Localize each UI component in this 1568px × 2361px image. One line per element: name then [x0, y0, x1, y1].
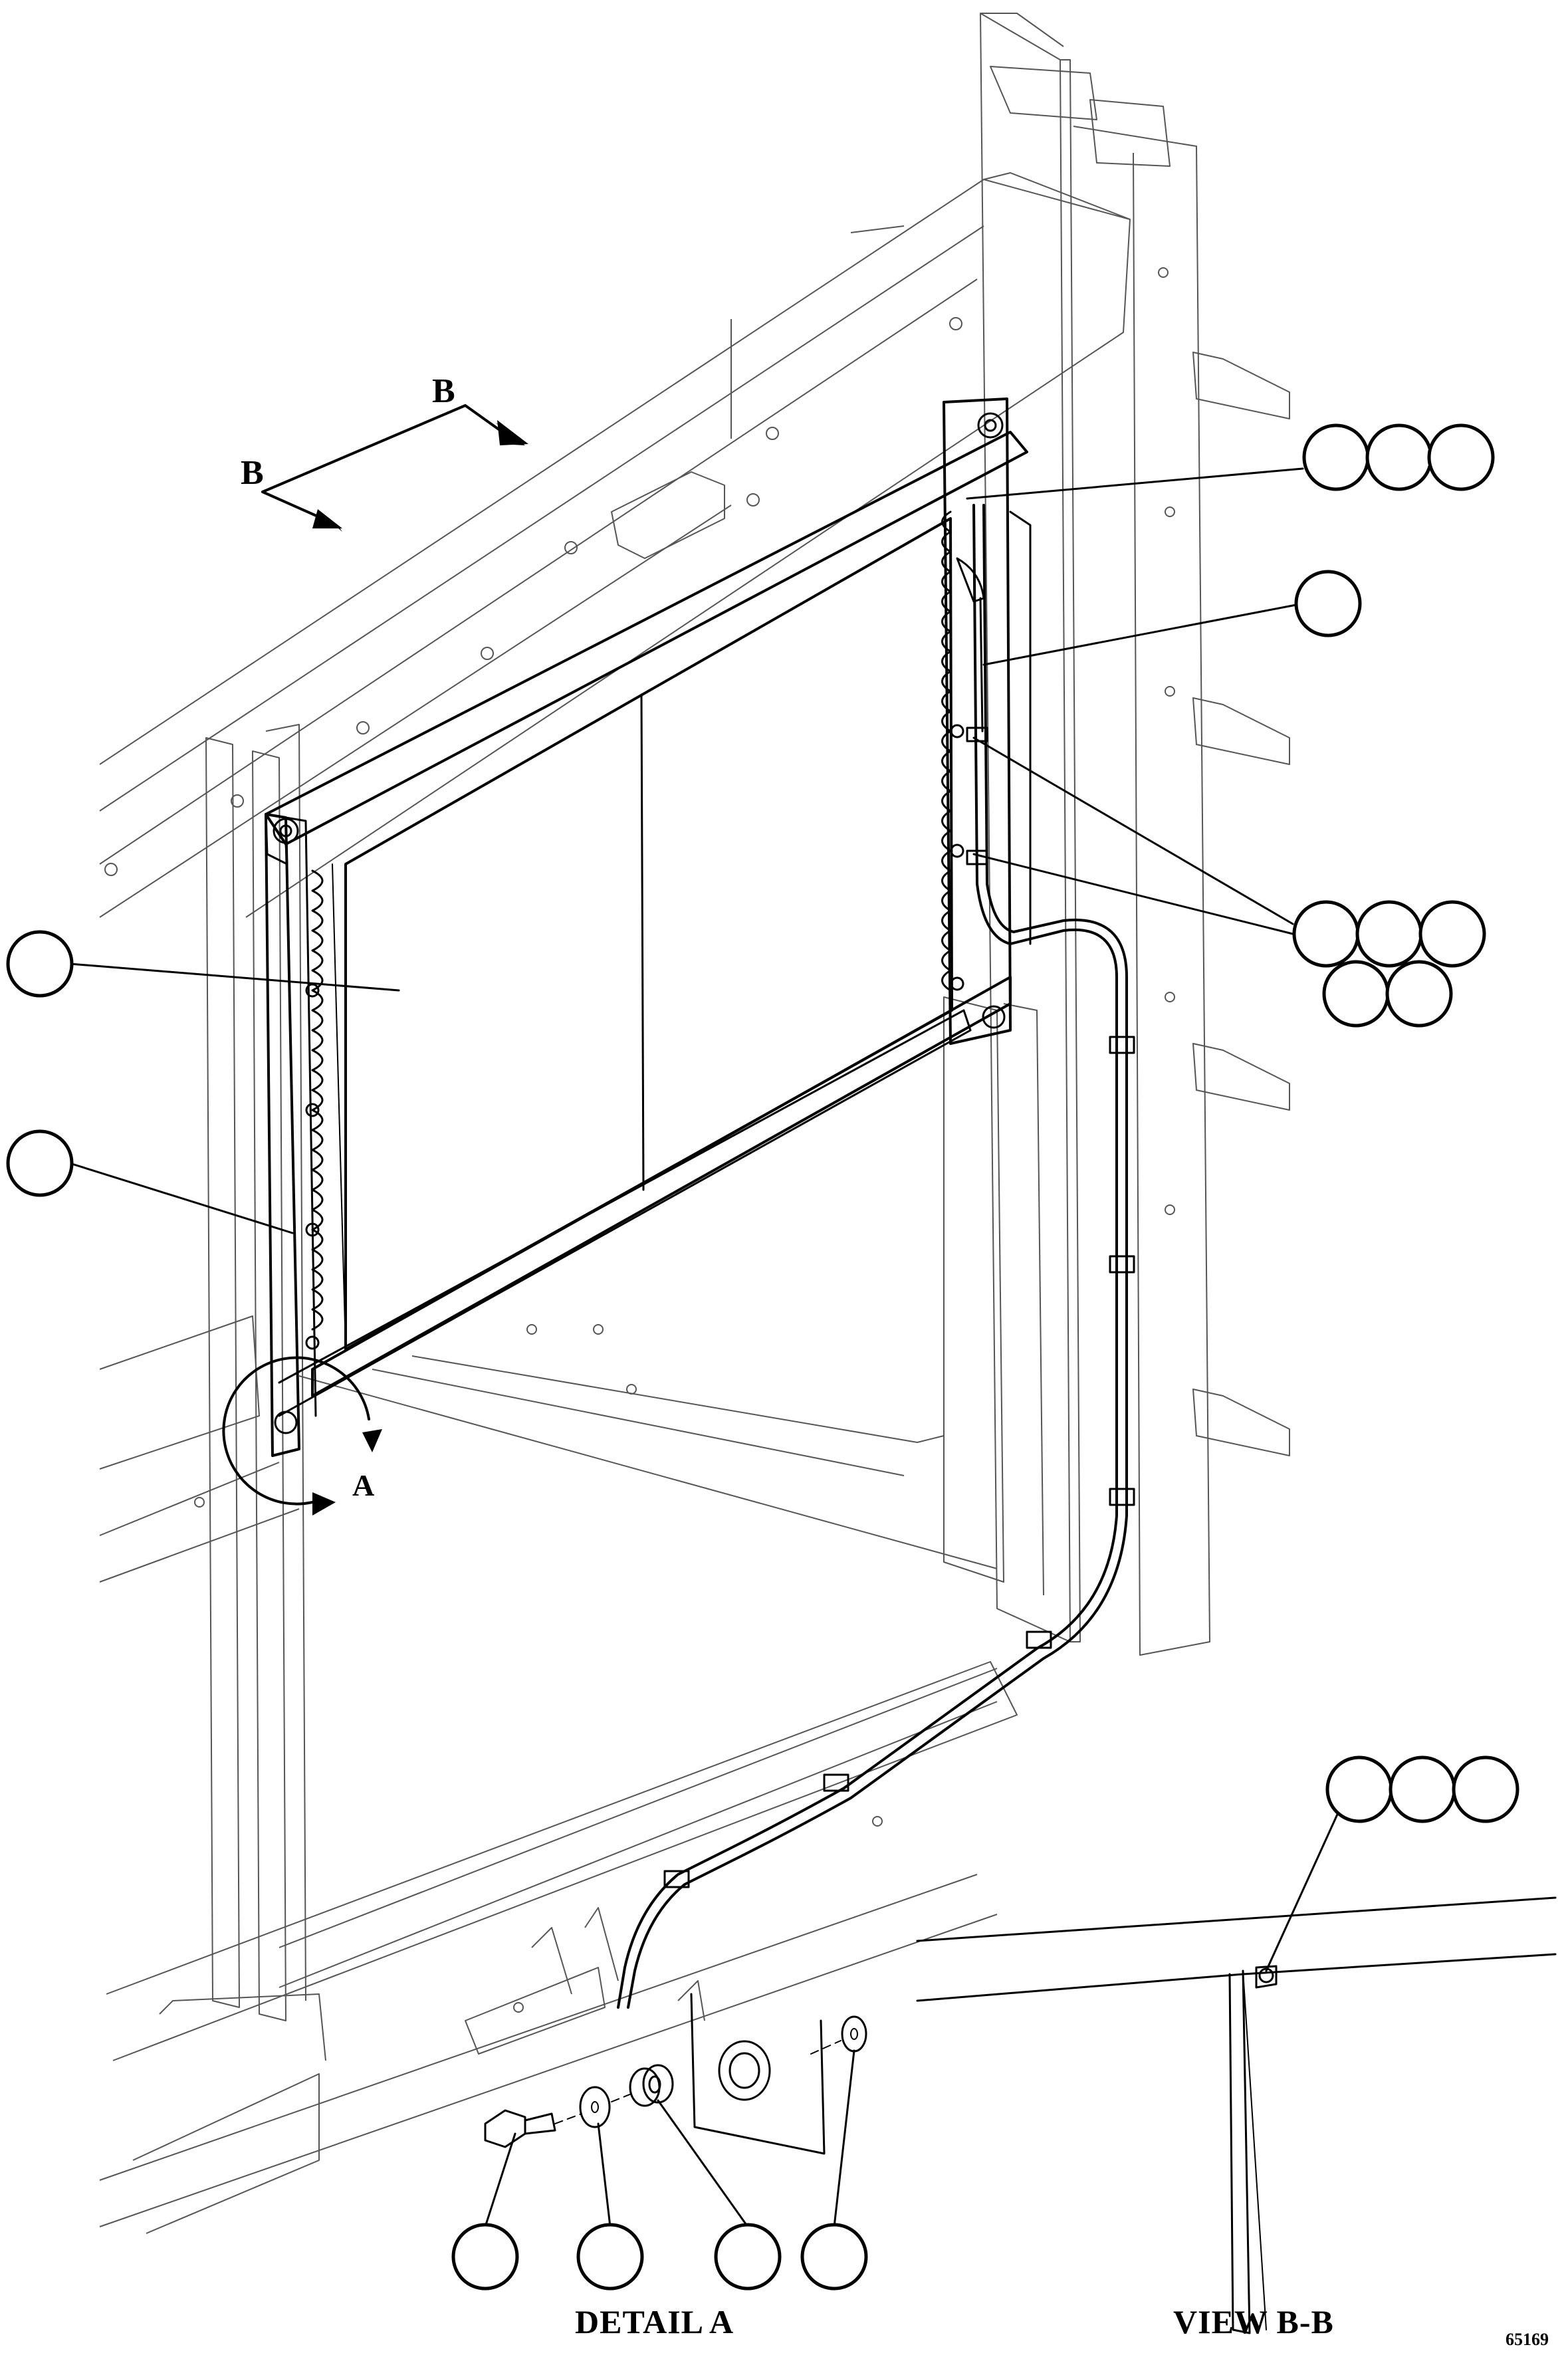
callout-condenser — [6, 930, 74, 998]
view-marker-b-lower: B — [241, 454, 264, 492]
section-arrow-bb: B B — [241, 372, 528, 532]
callout-balloon — [1418, 900, 1486, 968]
caption-detail-a: DETAIL A — [575, 2303, 734, 2340]
callout-side-rail — [6, 1129, 74, 1197]
callout-balloon — [451, 2223, 519, 2291]
callout-group-upper-right — [1302, 423, 1495, 491]
callout-balloon — [576, 2223, 644, 2291]
callout-balloon — [1302, 423, 1370, 491]
left-coil-tubes — [311, 869, 324, 1331]
right-coil-tubes — [941, 510, 952, 992]
hose-routing — [617, 504, 1135, 2009]
detail-marker-a-label: A — [352, 1468, 374, 1502]
leader-lines — [68, 467, 1351, 2228]
callout-balloon — [1389, 1755, 1456, 1823]
callout-hose — [1294, 570, 1362, 637]
callout-balloon — [1355, 900, 1423, 968]
view-bb-drawing — [916, 1896, 1557, 2334]
callout-balloon — [1292, 900, 1360, 968]
callout-group-clamps — [1292, 900, 1486, 1028]
callout-balloon — [714, 2223, 782, 2291]
figure-number: 65169 — [1506, 2330, 1549, 2349]
callout-balloon — [1385, 960, 1453, 1028]
callout-balloon — [800, 2223, 868, 2291]
callout-balloon — [1365, 423, 1433, 491]
caption-view-bb: VIEW B-B — [1173, 2303, 1334, 2340]
view-marker-b-upper: B — [432, 372, 455, 410]
detail-marker-a: A — [222, 1356, 382, 1516]
callout-group-view-bb — [1325, 1755, 1519, 1823]
callout-balloon — [1325, 1755, 1393, 1823]
callout-balloon — [1322, 960, 1390, 1028]
callout-balloon — [1427, 423, 1495, 491]
condenser-assembly — [265, 397, 1032, 1457]
detail-a-hardware — [484, 1993, 867, 2155]
callout-balloon — [1452, 1755, 1519, 1823]
callout-group-detail-a — [451, 2223, 868, 2291]
frame-structure — [99, 13, 1290, 2234]
